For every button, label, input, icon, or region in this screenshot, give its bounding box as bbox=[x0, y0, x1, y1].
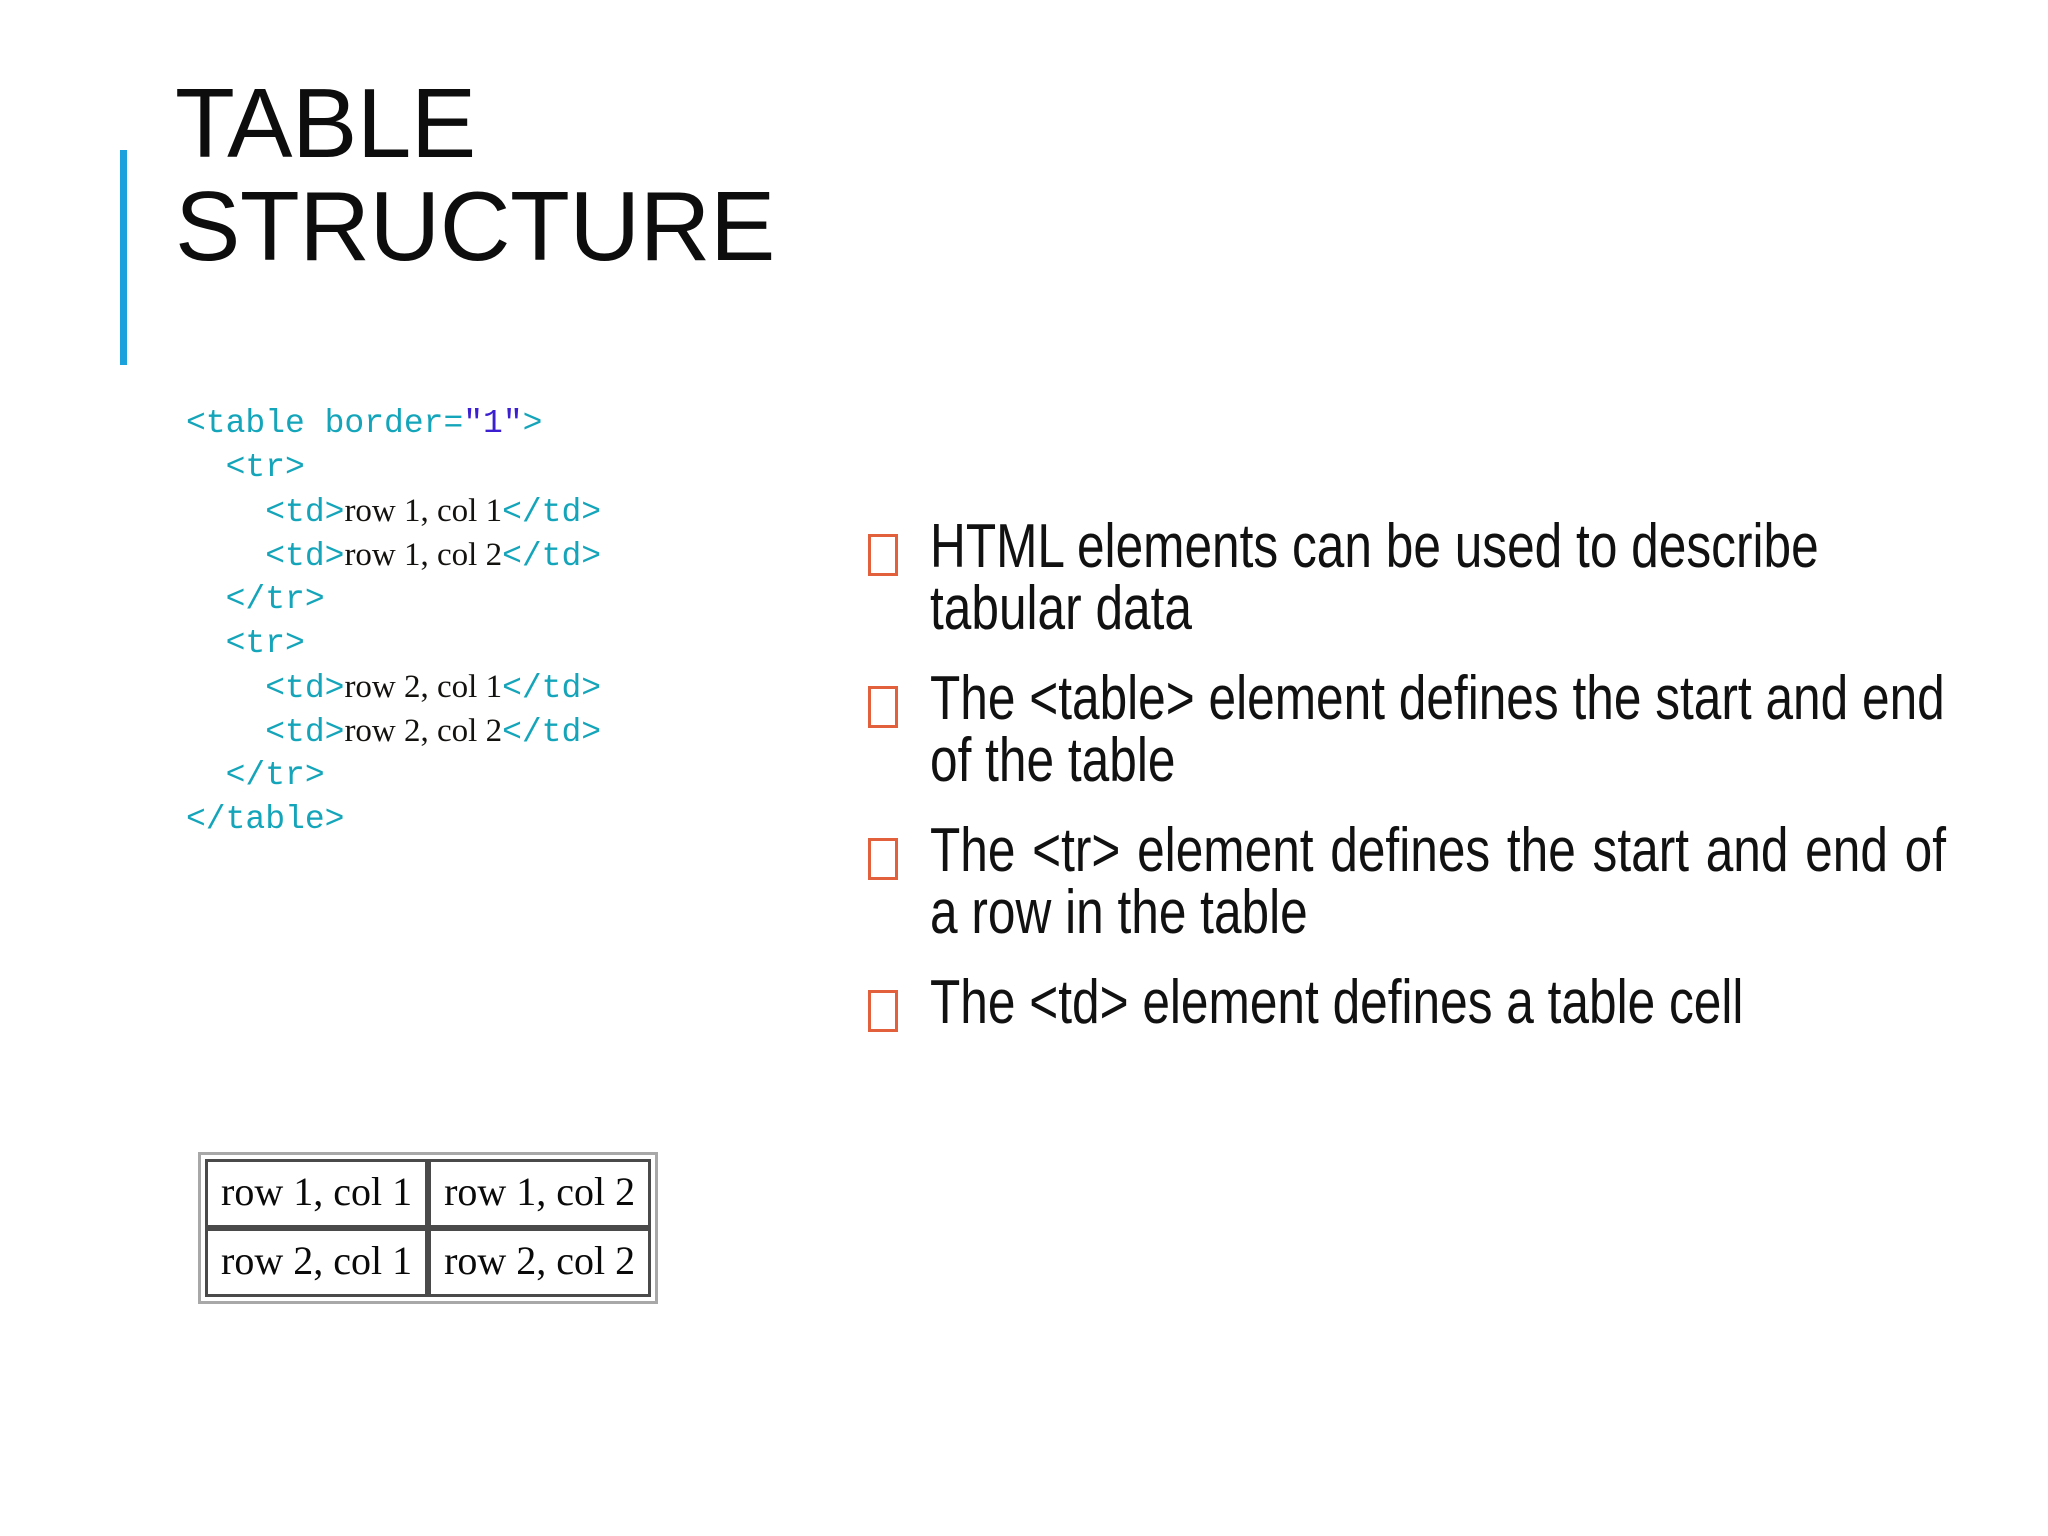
code-token-tag: <tr> bbox=[225, 449, 305, 486]
code-token-text: row 2, col 1 bbox=[344, 669, 503, 705]
page-title: TABLE STRUCTURE bbox=[175, 68, 775, 281]
bullet-text: The <td> element defines a table cell bbox=[930, 968, 1744, 1037]
bullet-text: The <table> element defines the start an… bbox=[930, 664, 1945, 795]
code-line: </tr> bbox=[186, 578, 826, 622]
code-token-tag: </td> bbox=[502, 494, 602, 531]
bullet-item: HTML elements can be used to describe ta… bbox=[868, 516, 1892, 640]
code-line: <td>row 1, col 1</td> bbox=[186, 490, 826, 534]
code-token-tag: > bbox=[522, 405, 543, 442]
bullet-list: HTML elements can be used to describe ta… bbox=[868, 516, 1946, 1062]
code-token-attrval: "1" bbox=[463, 405, 523, 442]
code-token-text: row 1, col 2 bbox=[344, 537, 503, 573]
table-cell: row 1, col 2 bbox=[428, 1159, 652, 1228]
code-token-tag: </td> bbox=[502, 538, 602, 575]
code-token-tag: <tr> bbox=[225, 625, 305, 662]
code-token-tag: <td> bbox=[265, 494, 345, 531]
code-line: <table border="1"> bbox=[186, 402, 826, 446]
bullet-text: The <tr> element defines the start and e… bbox=[930, 816, 1946, 947]
table-cell: row 2, col 1 bbox=[205, 1228, 429, 1297]
code-line: <td>row 2, col 1</td> bbox=[186, 666, 826, 710]
bullet-item: The <td> element defines a table cell bbox=[868, 972, 1892, 1034]
code-line: </table> bbox=[186, 798, 826, 842]
code-line: </tr> bbox=[186, 754, 826, 798]
bullet-item: The <table> element defines the start an… bbox=[868, 668, 1945, 792]
hollow-square-bullet-icon bbox=[868, 686, 898, 728]
code-line: <td>row 2, col 2</td> bbox=[186, 710, 826, 754]
table-cell: row 2, col 2 bbox=[428, 1228, 652, 1297]
title-accent-bar bbox=[120, 150, 127, 365]
code-token-tag: </tr> bbox=[225, 581, 325, 618]
code-line: <tr> bbox=[186, 446, 826, 490]
code-token-tag: </td> bbox=[502, 670, 602, 707]
bullet-text: HTML elements can be used to describe ta… bbox=[930, 512, 1819, 643]
code-token-tag: <td> bbox=[265, 538, 345, 575]
title-block: TABLE STRUCTURE bbox=[120, 68, 1170, 365]
code-token-text: row 1, col 1 bbox=[344, 493, 503, 529]
code-token-tag: <td> bbox=[265, 714, 345, 751]
hollow-square-bullet-icon bbox=[868, 990, 898, 1032]
code-token-tag: <table border= bbox=[186, 405, 464, 442]
code-token-tag: </tr> bbox=[225, 757, 325, 794]
table-cell: row 1, col 1 bbox=[205, 1159, 429, 1228]
hollow-square-bullet-icon bbox=[868, 838, 898, 880]
code-sample-block: <table border="1"> <tr> <td>row 1, col 1… bbox=[186, 402, 826, 842]
code-token-tag: </table> bbox=[186, 801, 345, 838]
code-line: <tr> bbox=[186, 622, 826, 666]
code-token-tag: </td> bbox=[502, 714, 602, 751]
hollow-square-bullet-icon bbox=[868, 534, 898, 576]
code-token-text: row 2, col 2 bbox=[344, 713, 503, 749]
code-line: <td>row 1, col 2</td> bbox=[186, 534, 826, 578]
bullet-item: The <tr> element defines the start and e… bbox=[868, 820, 1946, 944]
code-token-tag: <td> bbox=[265, 670, 345, 707]
